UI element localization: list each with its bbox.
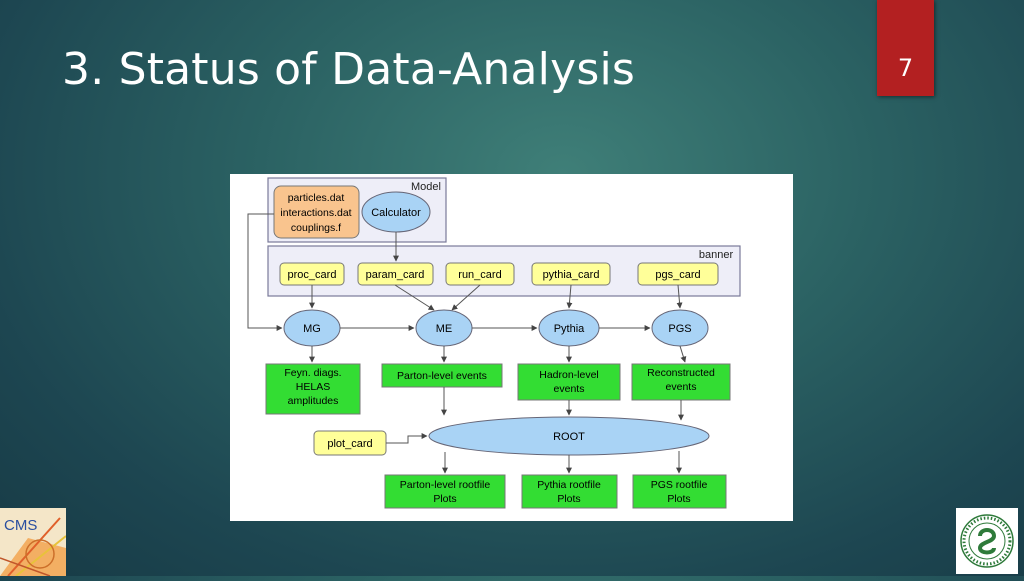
output-mg-line3: amplitudes bbox=[288, 395, 339, 407]
cms-logo: CMS bbox=[0, 508, 67, 577]
rootfile-pgs bbox=[632, 474, 727, 509]
stage-mg-label: MG bbox=[303, 323, 321, 335]
university-seal-icon bbox=[956, 508, 1018, 574]
rootfile-pythia-line1: Pythia rootfile bbox=[537, 479, 601, 491]
card-proc-label: proc_card bbox=[288, 269, 337, 281]
slide-title: 3. Status of Data-Analysis bbox=[62, 44, 636, 95]
card-param-label: param_card bbox=[366, 269, 425, 281]
rootfile-pgs-line1: PGS rootfile bbox=[651, 479, 708, 491]
card-pgs-label: pgs_card bbox=[655, 269, 700, 281]
rootfile-pgs-line2: Plots bbox=[667, 493, 690, 505]
page-number-badge: 7 bbox=[877, 0, 934, 96]
output-pythia bbox=[517, 363, 621, 401]
stage-pythia-label: Pythia bbox=[554, 323, 585, 335]
banner-label: banner bbox=[699, 249, 734, 261]
cms-logo-graphic: CMS bbox=[0, 508, 67, 577]
rootfile-pythia bbox=[521, 474, 618, 509]
rootfile-parton bbox=[384, 474, 506, 509]
model-file-couplings: couplings.f bbox=[291, 222, 341, 234]
stage-pgs-label: PGS bbox=[668, 323, 691, 335]
output-mg-line2: HELAS bbox=[296, 381, 330, 393]
model-file-particles: particles.dat bbox=[288, 192, 345, 204]
workflow-diagram: Model particles.dat interactions.dat cou… bbox=[230, 174, 793, 521]
card-run-label: run_card bbox=[458, 269, 501, 281]
rootfile-parton-line2: Plots bbox=[433, 493, 456, 505]
workflow-diagram-svg: Model particles.dat interactions.dat cou… bbox=[247, 177, 741, 509]
page-number: 7 bbox=[897, 54, 914, 82]
rootfile-parton-line1: Parton-level rootfile bbox=[400, 479, 491, 491]
output-me bbox=[381, 363, 503, 388]
output-me-line1: Parton-level events bbox=[397, 370, 487, 382]
model-file-interactions: interactions.dat bbox=[280, 207, 351, 219]
output-mg-line1: Feyn. diags. bbox=[284, 367, 341, 379]
output-pythia-line1: Hadron-level bbox=[539, 369, 599, 381]
output-mg bbox=[265, 363, 361, 415]
root-label: ROOT bbox=[553, 431, 585, 443]
diagram-arrows bbox=[247, 213, 687, 474]
calculator-label: Calculator bbox=[371, 207, 421, 219]
university-logo bbox=[956, 508, 1018, 574]
output-pythia-line2: events bbox=[554, 383, 585, 395]
plot-card-label: plot_card bbox=[327, 438, 372, 450]
cms-logo-text: CMS bbox=[4, 517, 37, 534]
output-pgs-line2: events bbox=[666, 381, 697, 393]
stage-me-label: ME bbox=[436, 323, 453, 335]
card-pythia-label: pythia_card bbox=[543, 269, 600, 281]
output-pgs-line1: Reconstructed bbox=[647, 367, 715, 379]
model-label: Model bbox=[411, 181, 441, 193]
model-files-box bbox=[273, 185, 360, 239]
rootfile-pythia-line2: Plots bbox=[557, 493, 580, 505]
